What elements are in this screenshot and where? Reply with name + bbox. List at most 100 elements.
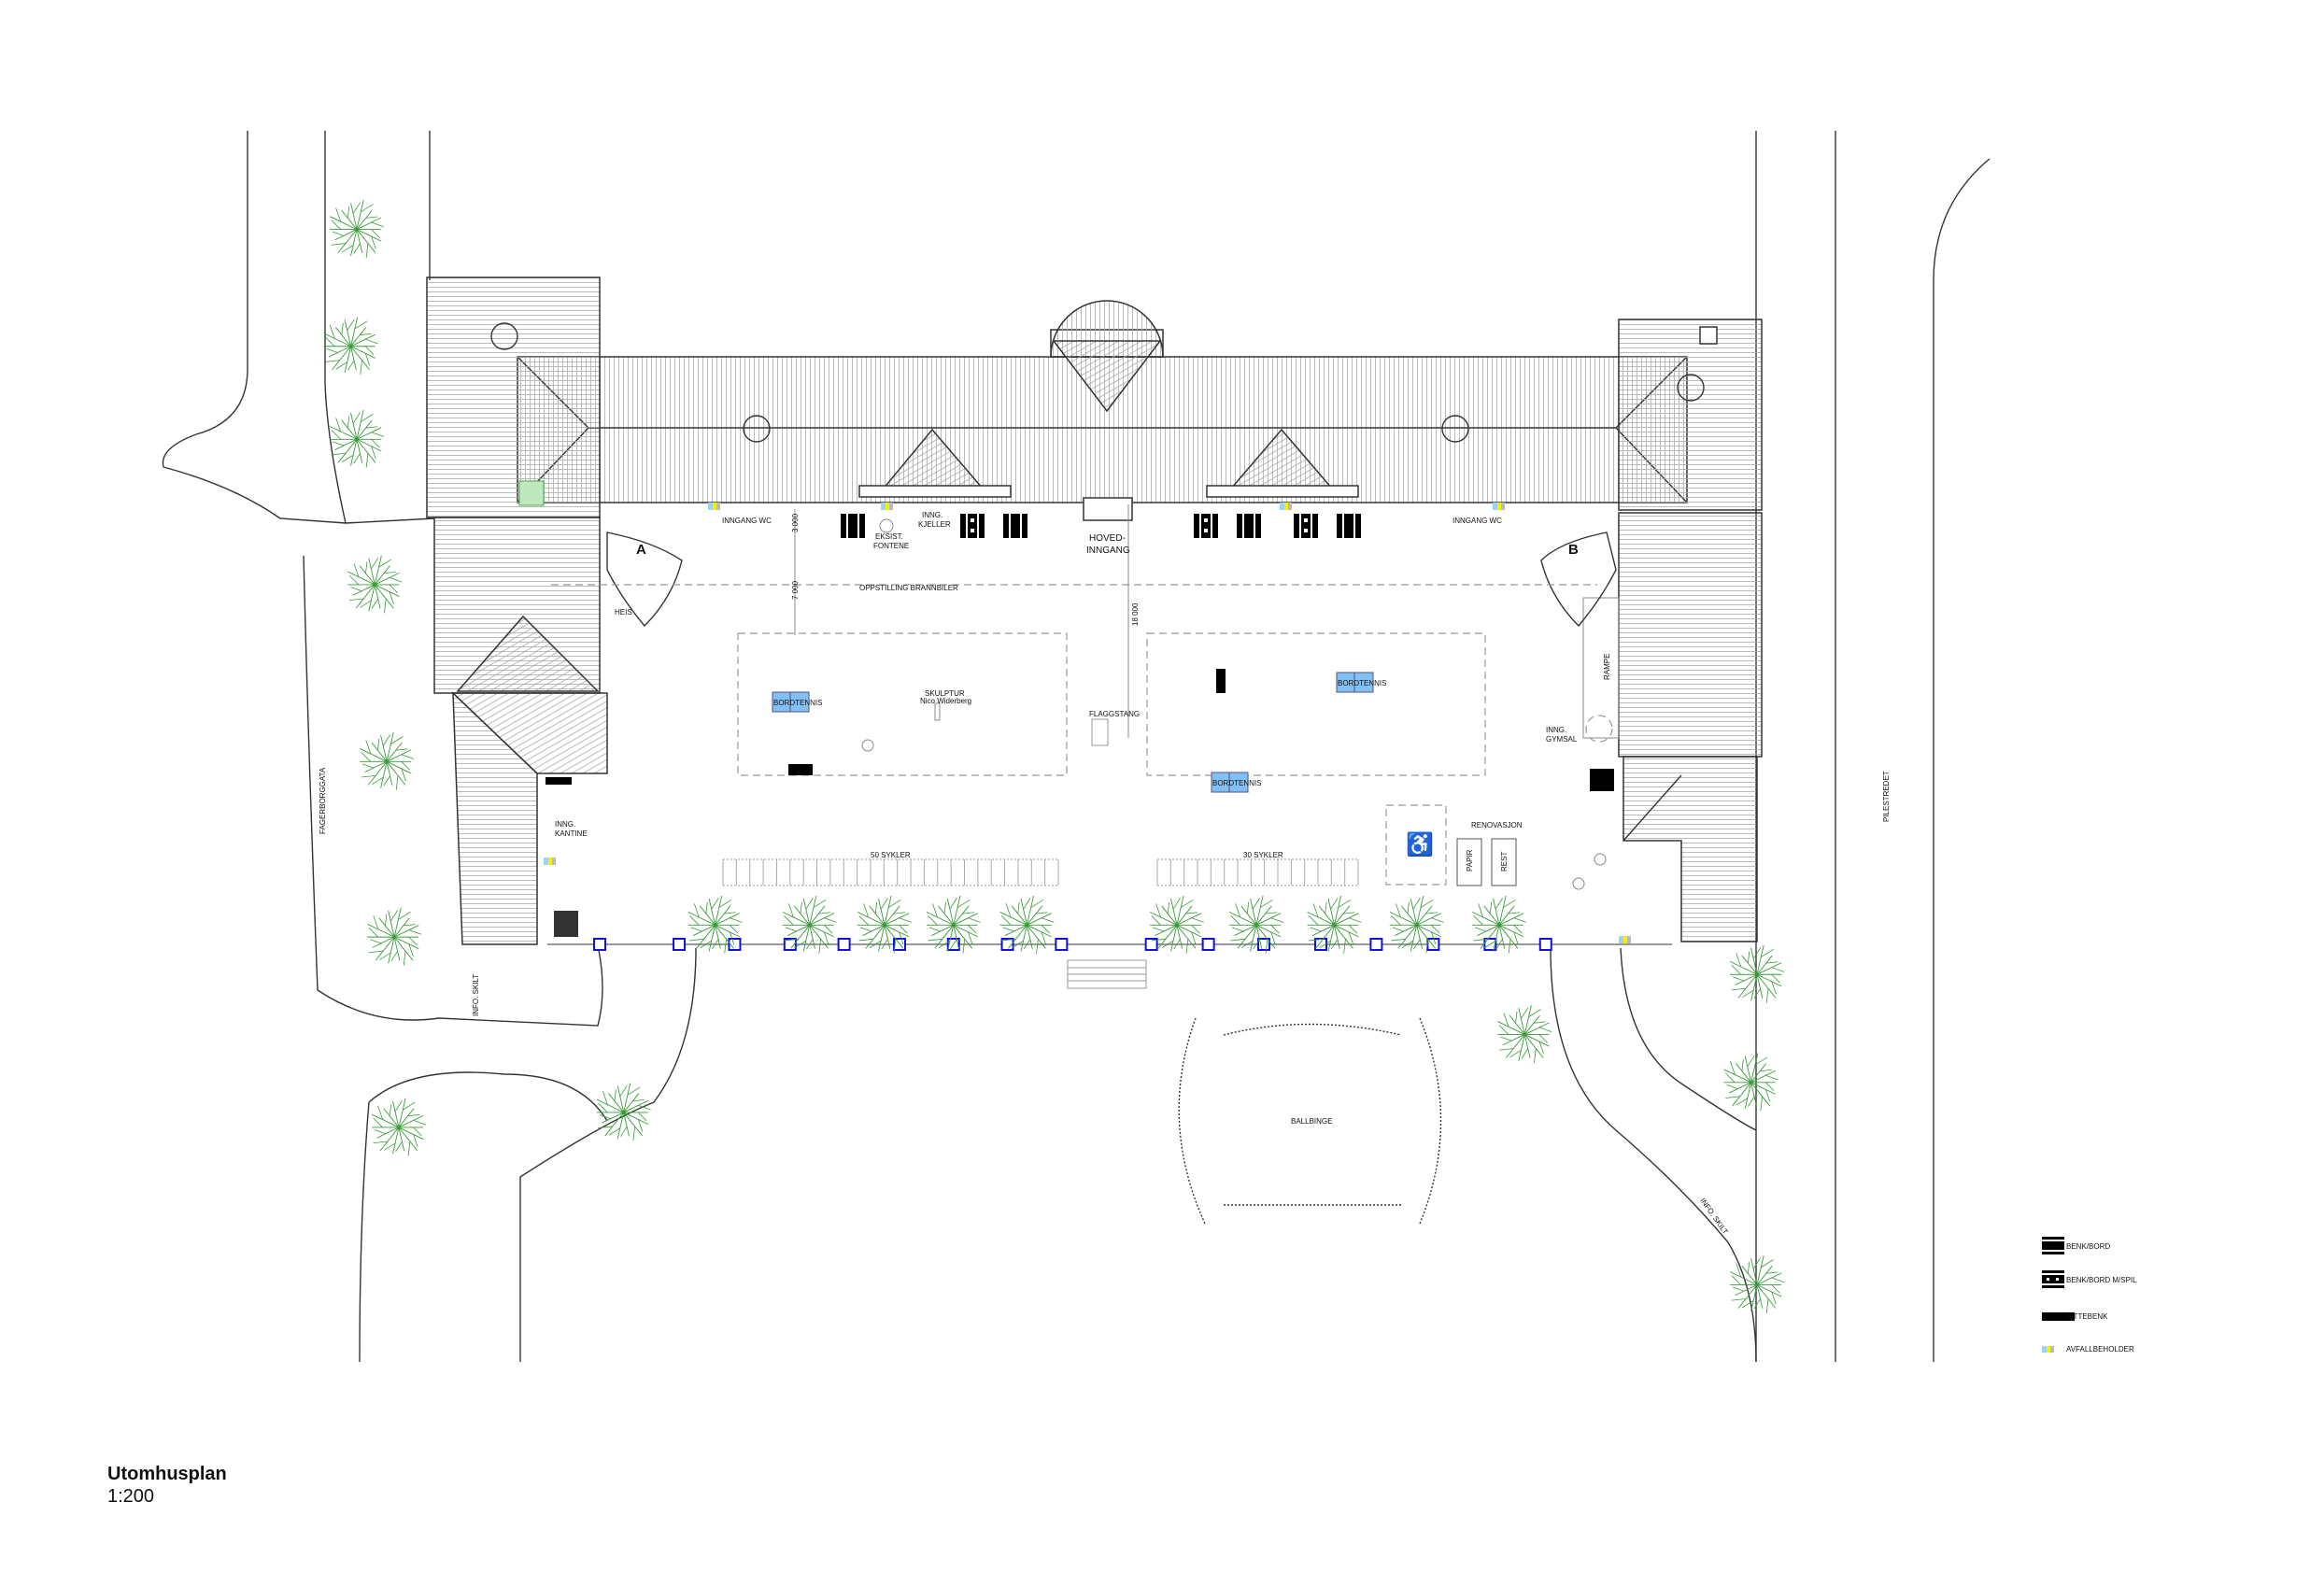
waste-bin [544,857,556,865]
tree [1307,895,1362,954]
label-inng-kantine-1: INNG. [555,820,575,829]
play-zone-right [1146,632,1486,776]
label-inngang-wc-right: INNGANG WC [1452,517,1502,525]
label-rampe: RAMPE [1603,654,1611,680]
tree [323,317,378,376]
legend-label-0: BENK/BORD [2066,1242,2110,1251]
dimension-7000: 7 000 [791,580,800,600]
tree [371,1098,426,1156]
label-bordtennis-1: BORDTENNIS [773,699,822,707]
fence-post [1055,938,1069,951]
bench-table-game [1590,769,1614,791]
fence-post [783,938,797,951]
tree [329,409,384,468]
bike-racks [722,858,1359,886]
label-heis: HEIS [615,608,632,616]
seating-bench [546,777,572,785]
legend-label-2: SITTEBENK [2066,1312,2108,1321]
bench-table-game [1194,514,1218,538]
tree [999,895,1055,954]
street-pilestredet: PILESTREDET [1882,771,1891,822]
label-inng-kjeller-1: INNG. [922,511,942,519]
label-inng-kjeller-2: KJELLER [918,520,951,529]
right-wing-building [1582,319,1763,942]
tree [360,732,415,790]
legend-label-3: AVFALLBEHOLDER [2066,1345,2134,1353]
label-30-sykler: 30 SYKLER [1243,851,1283,859]
label-ballbinge: BALLBINGE [1291,1117,1332,1126]
label-rest: REST [1500,852,1509,872]
tree [329,200,384,258]
bin-papir [1456,838,1482,886]
bench-table-game [1294,514,1318,538]
road-lines [162,131,1991,1363]
label-eksist: EKSIST. [875,532,903,541]
fence-post [1538,938,1552,951]
label-info-skilt-2: INFO. SKILT [1698,1197,1729,1236]
bench-table-icon [2042,1237,2064,1254]
label-bordtennis-2: BORDTENNIS [1338,679,1386,687]
waste-bin [881,503,893,510]
seating-bench [788,764,813,775]
waste-bin-icon [2042,1346,2054,1353]
label-inng-gymsal-1: INNG. [1546,726,1566,734]
fence-posts [593,938,1552,951]
tree [1149,895,1204,954]
tree [926,895,981,954]
tree [1471,895,1526,954]
fence-post [837,938,851,951]
table-tennis-1 [772,691,810,713]
tree [1228,895,1283,954]
accessible-parking [1385,804,1447,886]
label-flaggstang: FLAGGSTANG [1089,710,1140,718]
fence-post [1000,938,1014,951]
tree [782,895,837,954]
tree [347,555,403,614]
fence-post [673,938,687,951]
fence-post [1144,938,1158,951]
fence-post [728,938,742,951]
bench-table-game [960,514,985,538]
table-tennis-3 [1211,772,1249,793]
tree [367,907,422,966]
bin-rest [1491,838,1517,886]
fence-post [1369,938,1383,951]
label-papir: PAPIR [1466,849,1474,872]
legend: BENK/BORD BENK/BORD M/SPIL SITTEBENK AVF… [2042,1237,2137,1353]
label-inngang: INNGANG [1086,546,1130,556]
main-building [517,300,1688,521]
stair-b [1540,531,1617,628]
bench-table [841,514,865,538]
dimension-18000: 18 000 [1131,602,1140,626]
front-steps [1067,959,1147,989]
label-stair-a: A [636,542,646,558]
label-inng-kantine-2: KANTINE [555,829,588,838]
waste-bin [1493,503,1505,510]
tree [596,1083,651,1141]
label-oppstilling: OPPSTILLING BRANNBILER [859,584,958,592]
tree [687,895,743,954]
fence-post [1201,938,1215,951]
drawing-title: Utomhusplan [107,1464,227,1484]
bench-table [1337,514,1361,538]
fence-post [593,938,606,951]
bench-table [1003,514,1027,538]
benches [544,503,1631,943]
seating-bench-icon [2042,1312,2075,1321]
label-skulptur: SKULPTUR [925,689,965,698]
legend-label-1: BENK/BORD M/SPIL [2066,1276,2137,1284]
label-inng-gymsal-2: GYMSAL [1546,735,1578,744]
tree [857,895,912,954]
play-zone-left [737,632,1068,776]
tree [1723,1053,1778,1112]
wheelchair-icon: ♿ [1406,831,1434,857]
drawing-scale: 1:200 [107,1486,155,1507]
label-info-skilt-1: INFO. SKILT [472,974,480,1016]
seating-bench [1216,669,1226,693]
tree [1730,1255,1785,1313]
tree [1497,1005,1552,1063]
bench-table [1237,514,1261,538]
bench-table-game-icon [2042,1270,2064,1288]
label-renovasjon: RENOVASJON [1471,821,1523,829]
bike-rack [1156,858,1359,886]
